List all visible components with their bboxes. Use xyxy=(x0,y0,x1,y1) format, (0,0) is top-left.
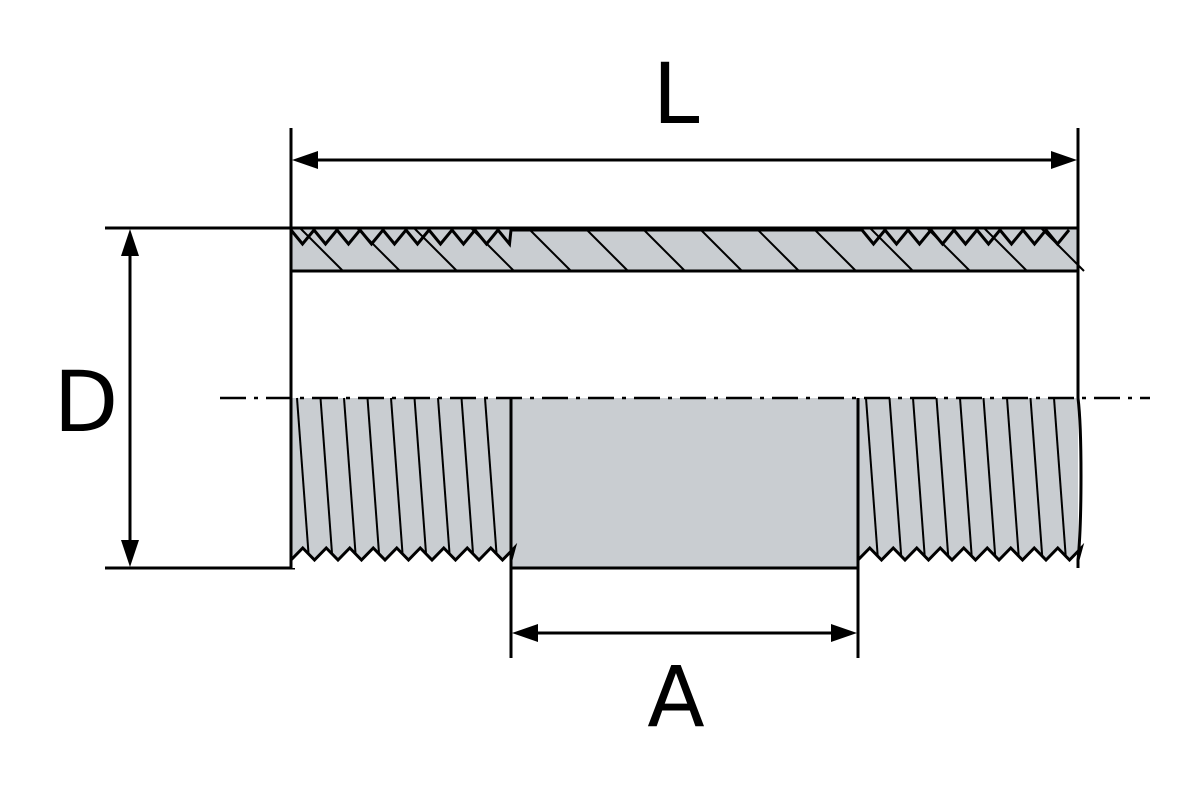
hatch-line xyxy=(698,227,743,272)
thread-line xyxy=(366,397,381,561)
thread-line xyxy=(296,397,310,561)
hatch-line xyxy=(413,227,458,272)
thread-line xyxy=(413,397,428,561)
hatch-line xyxy=(983,227,1028,272)
thread-crest-left xyxy=(289,542,518,568)
dimension-diameter xyxy=(105,226,295,570)
thread-lines xyxy=(296,397,1067,561)
thread-line xyxy=(1006,397,1020,561)
hatch-line xyxy=(641,227,686,272)
plain-arrow-right xyxy=(831,624,857,642)
section-wall-outline xyxy=(289,226,1080,273)
hatch-line xyxy=(869,227,914,272)
body-right-edge xyxy=(1076,397,1083,561)
diameter-label: D xyxy=(54,353,119,451)
thread-line xyxy=(888,397,903,561)
section-hatching xyxy=(299,227,1085,272)
thread-line xyxy=(390,397,404,561)
hatch-line xyxy=(584,227,629,272)
length-arrow-left xyxy=(292,151,318,169)
diameter-arrow-bottom xyxy=(121,540,139,567)
thread-line xyxy=(982,397,997,561)
length-label: L xyxy=(653,45,700,143)
thread-line xyxy=(865,397,879,561)
thread-line xyxy=(437,397,451,561)
hatch-line xyxy=(299,227,344,272)
thread-line xyxy=(935,397,950,561)
thread-line xyxy=(484,397,498,561)
diameter-arrow-top xyxy=(121,229,139,256)
dimension-plain-section xyxy=(509,568,860,658)
pipe-body-fill xyxy=(291,398,1078,568)
hatch-line xyxy=(755,227,800,272)
thread-line xyxy=(319,397,334,561)
length-arrow-right xyxy=(1051,151,1077,169)
thread-line xyxy=(343,397,357,561)
thread-line xyxy=(1053,397,1067,561)
hatch-line xyxy=(527,227,572,272)
thread-line xyxy=(1029,397,1044,561)
thread-crest-right xyxy=(856,542,1085,568)
wall-thread-profile xyxy=(289,227,1071,248)
thread-line xyxy=(912,397,926,561)
hatch-line xyxy=(812,227,857,272)
plain-arrow-left xyxy=(512,624,538,642)
section-wall xyxy=(289,226,1085,273)
thread-line xyxy=(460,397,475,561)
plain-section-label: A xyxy=(647,648,704,746)
thread-line xyxy=(959,397,973,561)
pipe-body xyxy=(289,397,1085,570)
